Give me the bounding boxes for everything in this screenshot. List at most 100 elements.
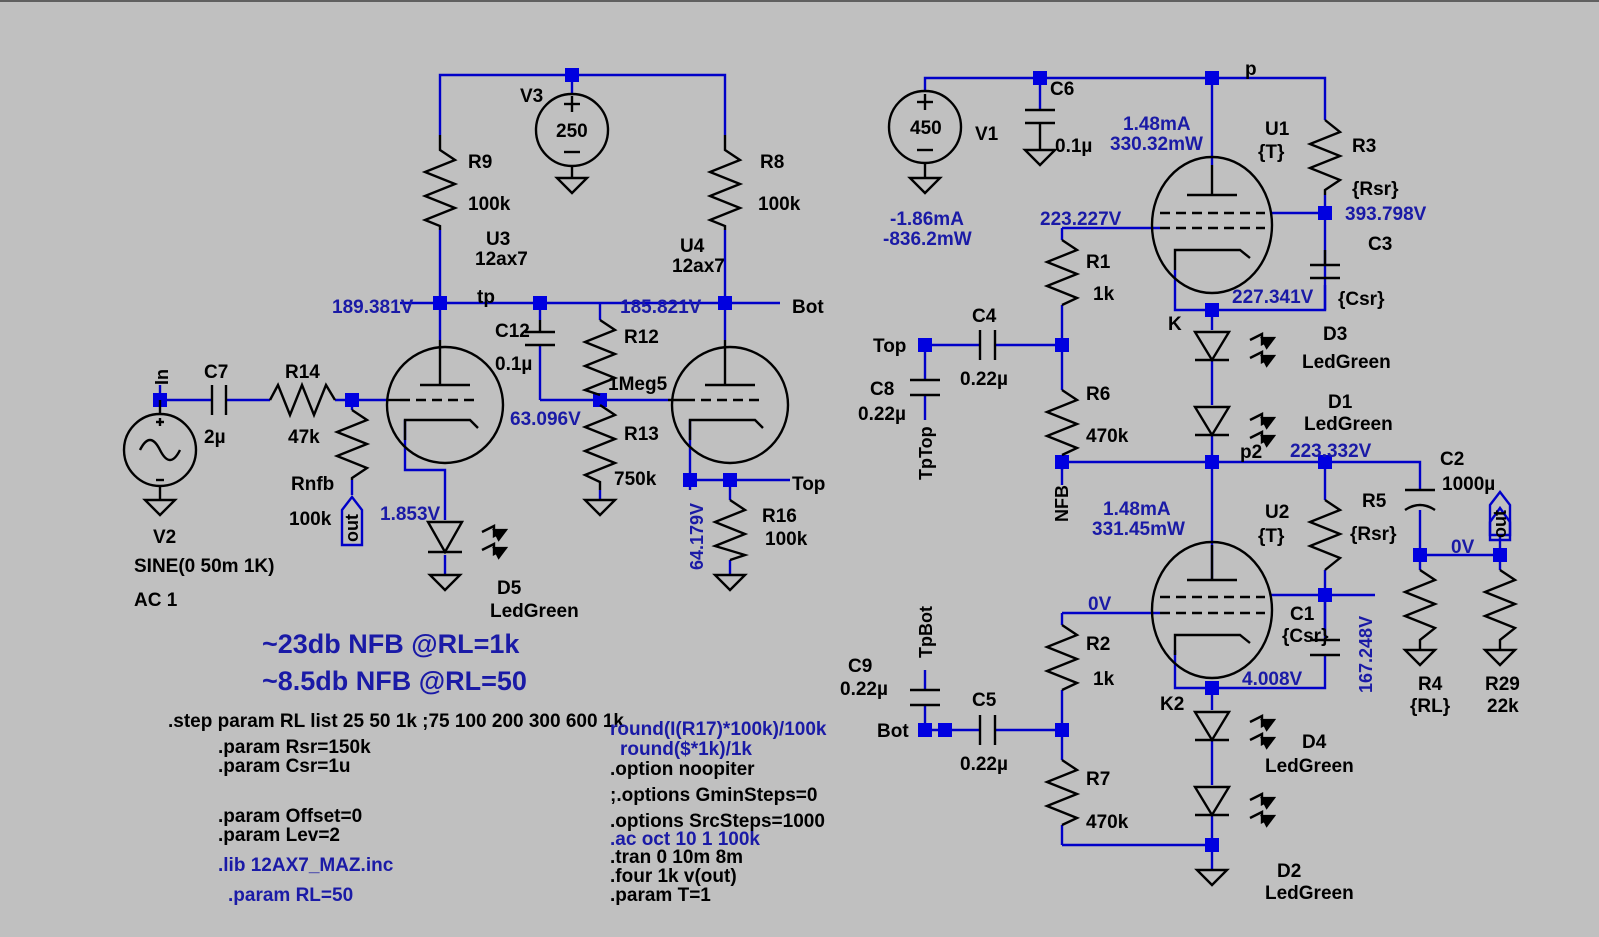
directive-round1: round(I(R17)*100k)/100k	[610, 719, 827, 740]
meas-v227: 227.341V	[1232, 287, 1314, 308]
meas-v223a: 223.227V	[1040, 209, 1122, 230]
directive-four: .four 1k v(out)	[610, 866, 737, 887]
directive-paramt: .param T=1	[610, 885, 711, 906]
value-c4: 0.22µ	[960, 369, 1008, 390]
label-r3: R3	[1352, 136, 1376, 157]
net-nfb: NFB	[1052, 485, 1072, 522]
net-k2: K2	[1160, 694, 1184, 715]
value-v2: SINE(0 50m 1K)	[134, 556, 274, 577]
resistor-r13	[581, 404, 619, 490]
label-c6: C6	[1050, 79, 1074, 100]
label-r7: R7	[1086, 769, 1110, 790]
value-r14: 47k	[288, 427, 320, 448]
value-d3: LedGreen	[1302, 352, 1391, 373]
label-r5: R5	[1362, 491, 1387, 512]
meas-v1853: 1.853V	[380, 504, 441, 525]
meas-u2-power: 331.45mW	[1092, 519, 1185, 540]
label-u2: U2	[1265, 502, 1289, 523]
meas-v1-current: -1.86mA	[890, 209, 964, 230]
net-labels: tp Bot Top In out p Top K p2 K2 Bot NFB …	[152, 59, 1510, 742]
directive-offset: .param Offset=0	[218, 806, 362, 827]
value-r12: 1Meg5	[608, 374, 668, 395]
resistor-r5	[1306, 499, 1344, 571]
directive-round2: round($*1k)/1k	[620, 739, 752, 760]
meas-v189: 189.381V	[332, 297, 414, 318]
label-c1: C1	[1290, 604, 1315, 625]
label-v3: V3	[520, 86, 543, 107]
value-c5: 0.22µ	[960, 754, 1008, 775]
led-d4	[1192, 710, 1232, 743]
value-r29: 22k	[1487, 696, 1519, 717]
label-c7: C7	[204, 362, 228, 383]
directive-step: .step param RL list 25 50 1k ;75 100 200…	[168, 711, 624, 732]
net-tpbot: TpBot	[916, 606, 936, 658]
meas-v64: 64.179V	[687, 503, 707, 570]
net-top-right: Top	[873, 336, 906, 357]
value-u2: {T}	[1258, 526, 1285, 547]
value-u4: 12ax7	[672, 256, 725, 277]
value-u3: 12ax7	[475, 249, 528, 270]
meas-v167: 167.248V	[1356, 616, 1376, 693]
meas-v0b: 0V	[1088, 594, 1112, 615]
headline-line2: ~8.5db NFB @RL=50	[262, 666, 527, 696]
led-d3	[1192, 330, 1232, 363]
net-tptop: TpTop	[916, 426, 936, 480]
port-flags	[340, 490, 1512, 547]
net-top: Top	[792, 474, 825, 495]
value-r6: 470k	[1086, 426, 1129, 447]
label-u3: U3	[486, 229, 510, 250]
tubes	[385, 155, 1274, 680]
label-v1: V1	[975, 124, 999, 145]
label-r14: R14	[285, 362, 320, 383]
meas-v4: 4.008V	[1242, 669, 1303, 690]
label-r12: R12	[624, 327, 659, 348]
meas-v63: 63.096V	[510, 409, 581, 430]
label-d4: D4	[1302, 732, 1327, 753]
value-d1: LedGreen	[1304, 414, 1393, 435]
meas-u2-current: 1.48mA	[1103, 499, 1171, 520]
grounds	[142, 148, 1518, 887]
value-d4: LedGreen	[1265, 756, 1354, 777]
led-d1	[1192, 405, 1232, 438]
directive-rl: .param RL=50	[228, 885, 353, 906]
directive-gmin: ;.options GminSteps=0	[610, 785, 817, 806]
measurements: 189.381V 185.821V 63.096V 1.853V 64.179V…	[332, 114, 1475, 693]
spice-directives: .step param RL list 25 50 1k ;75 100 200…	[168, 711, 827, 906]
led-d5	[425, 520, 465, 555]
value-c8: 0.22µ	[858, 404, 906, 425]
value-v2-ac: AC 1	[134, 590, 178, 611]
value-r9: 100k	[468, 194, 511, 215]
label-r13: R13	[624, 424, 659, 445]
value-r4: {RL}	[1410, 696, 1451, 717]
net-bot-right: Bot	[877, 721, 909, 742]
net-p: p	[1245, 59, 1257, 80]
value-r3: {Rsr}	[1352, 179, 1399, 200]
net-out-left: out	[342, 514, 362, 542]
value-c6: 0.1µ	[1055, 136, 1092, 157]
label-r8: R8	[760, 152, 784, 173]
value-c3: {Csr}	[1338, 289, 1385, 310]
resistor-r3	[1306, 119, 1344, 195]
net-out-right: out	[1490, 510, 1510, 538]
label-d5: D5	[497, 578, 522, 599]
value-d2: LedGreen	[1265, 883, 1354, 904]
value-r5: {Rsr}	[1350, 524, 1397, 545]
value-r8: 100k	[758, 194, 801, 215]
label-c12: C12	[495, 321, 530, 342]
value-c1: {Csr}	[1282, 626, 1329, 647]
tube-u2	[1150, 540, 1274, 680]
value-r7: 470k	[1086, 812, 1129, 833]
resistor-r12	[581, 319, 619, 397]
led-d2	[1192, 785, 1232, 818]
directive-noopiter: .option noopiter	[610, 759, 755, 780]
label-d1: D1	[1328, 392, 1353, 413]
directive-srcsteps: .options SrcSteps=1000	[610, 811, 825, 832]
tube-u1	[1150, 155, 1274, 295]
directive-csr: .param Csr=1u	[218, 756, 351, 777]
resistors	[268, 119, 1519, 827]
resistor-r8	[706, 135, 744, 230]
meas-v0a: 0V	[1451, 537, 1475, 558]
label-u4: U4	[680, 236, 705, 257]
meas-v393: 393.798V	[1345, 204, 1427, 225]
net-k: K	[1168, 314, 1182, 335]
